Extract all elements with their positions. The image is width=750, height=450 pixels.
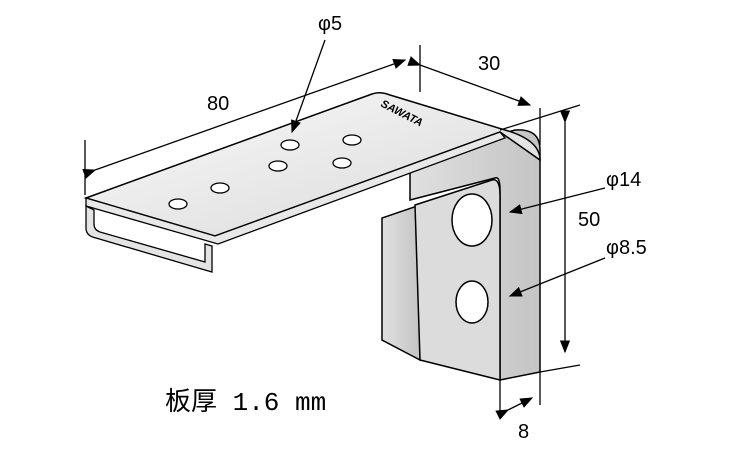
phi5-leader [291,39,326,134]
dim-phi5: φ5 [318,13,342,35]
dim-8-line [495,397,534,420]
dim-8: 8 [518,421,529,443]
phi85-leader [508,257,606,297]
thickness-label: 板厚 1.6 mm [165,387,326,418]
hole-14 [451,193,493,247]
dim-phi14: φ14 [606,169,641,191]
dim-30: 30 [478,53,500,75]
dim-80: 80 [207,93,229,115]
dim-50: 50 [578,209,600,231]
phi14-leader [508,187,606,215]
dim-phi8-5: φ8.5 [606,237,647,259]
dim-30-line [407,56,532,106]
rear-flange [381,203,421,362]
hole-8-5 [455,280,489,324]
folded-lip [85,204,213,273]
dim-80-line [82,59,407,179]
